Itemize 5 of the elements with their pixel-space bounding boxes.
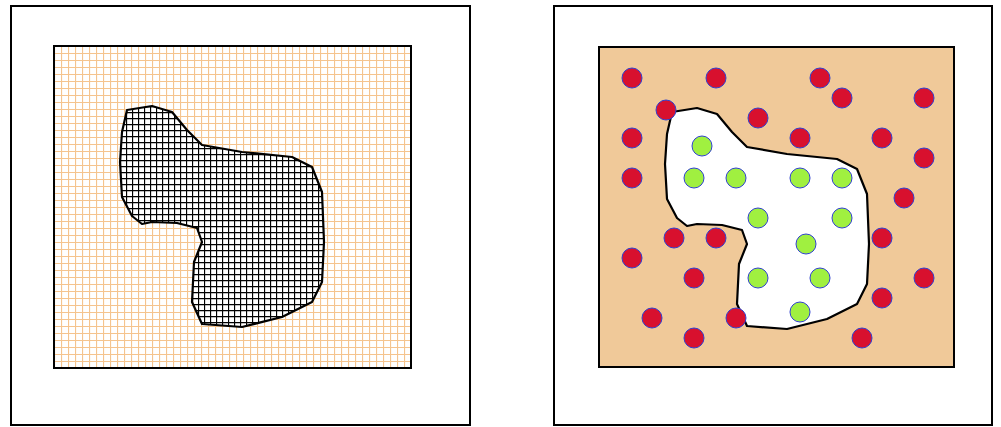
crosshatched-region xyxy=(120,106,324,327)
panel-frame xyxy=(10,5,471,426)
grid-square xyxy=(54,46,411,368)
filled-square xyxy=(598,46,955,368)
panel-frame xyxy=(553,5,993,426)
